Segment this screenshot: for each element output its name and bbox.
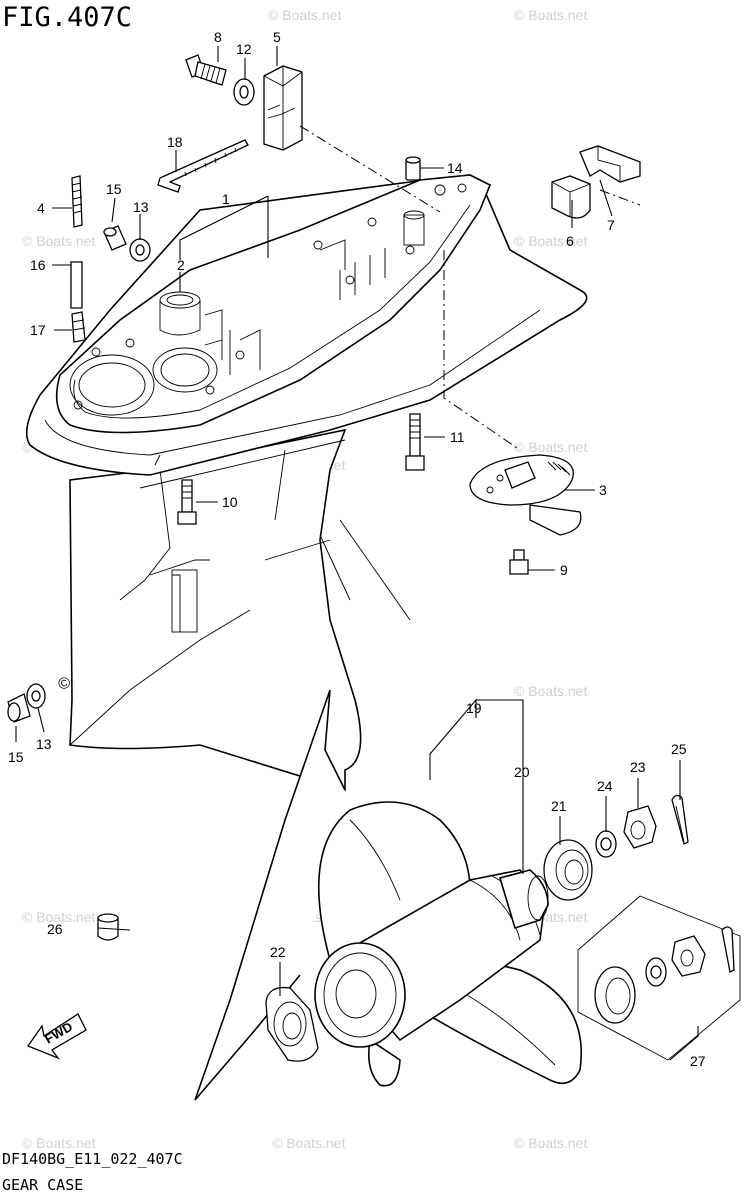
water-tube-parts (70, 175, 86, 343)
part-6-7 (551, 145, 641, 219)
bolt-11 (405, 413, 425, 471)
plug-15-side (7, 683, 46, 723)
callout-15-top: 15 (106, 181, 122, 197)
callout-23: 23 (630, 759, 646, 775)
leader-lines (15, 46, 699, 1061)
callout-6: 6 (566, 233, 574, 249)
figure-title: FIG.407C (2, 2, 133, 33)
callout-12: 12 (236, 41, 252, 57)
callout-21: 21 (551, 798, 567, 814)
callout-13-side: 13 (36, 736, 52, 752)
callout-labels: 8 12 5 18 1 2 14 15 13 4 16 17 6 7 11 10… (8, 29, 706, 1069)
watermark: © Boats.net (22, 1135, 95, 1151)
callout-9: 9 (560, 562, 568, 578)
cable-tie-18 (157, 139, 249, 193)
watermark: © Boats.net (22, 233, 95, 249)
watermark: © Boats.net (272, 1135, 345, 1151)
callout-4: 4 (37, 200, 45, 216)
callout-13-top: 13 (133, 199, 149, 215)
spacer-22 (265, 986, 319, 1062)
callout-15-side: 15 (8, 749, 24, 765)
callout-3: 3 (599, 482, 607, 498)
callout-27: 27 (690, 1053, 706, 1069)
callout-25: 25 (671, 741, 687, 757)
callout-2: 2 (177, 257, 185, 273)
callout-19: 19 (466, 700, 482, 716)
callout-14: 14 (447, 160, 463, 176)
callout-18: 18 (167, 134, 183, 150)
callout-11: 11 (450, 429, 465, 445)
bracket-5 (263, 65, 303, 151)
fwd-arrow-icon: FWD (26, 1013, 87, 1060)
watermark: © Boats.net (268, 7, 341, 23)
centerlines (299, 125, 641, 451)
watermark: © Boats.net (514, 233, 587, 249)
plug-15-top (103, 225, 151, 262)
callout-7: 7 (607, 217, 615, 233)
figure-code: DF140BG_E11_022_407C (2, 1150, 183, 1168)
callout-10: 10 (222, 494, 238, 510)
bolt-10 (177, 479, 197, 525)
plug-26 (97, 913, 119, 941)
cotter-pin-25 (671, 794, 689, 845)
callout-26: 26 (47, 921, 63, 937)
callout-8: 8 (214, 29, 222, 45)
bolt-8 (185, 54, 227, 86)
kit-box-27 (577, 895, 741, 1061)
washer-21 (543, 839, 593, 901)
callout-17: 17 (30, 322, 46, 338)
bolt-9 (509, 549, 529, 575)
callout-22: 22 (270, 944, 286, 960)
propeller-19 (314, 801, 582, 1087)
nut-23 (623, 805, 657, 849)
watermark: © Boats.net (514, 7, 587, 23)
trim-tab-3 (469, 454, 582, 536)
washer-12 (233, 78, 255, 106)
callout-1: 1 (222, 191, 230, 207)
watermark: © Boats.net (514, 439, 587, 455)
callout-16: 16 (30, 257, 46, 273)
washer-24 (595, 830, 617, 858)
watermark: © Boats.net (514, 683, 587, 699)
watermark: © Boats.net (514, 1135, 587, 1151)
watermark: © Boats.net (22, 909, 95, 925)
gear-case-housing (25, 174, 588, 1101)
callout-24: 24 (597, 778, 613, 794)
pin-14 (405, 156, 421, 181)
figure-name: GEAR CASE (2, 1176, 84, 1194)
callout-20: 20 (514, 764, 530, 780)
callout-5: 5 (273, 29, 281, 45)
